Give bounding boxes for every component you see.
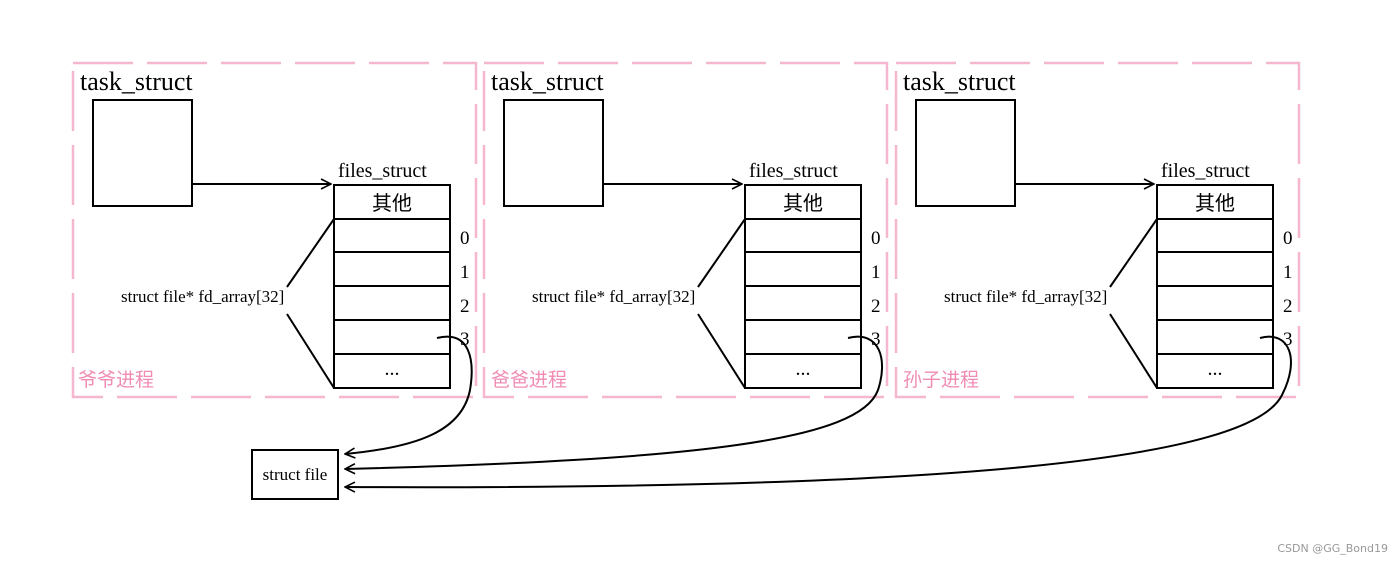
- other-cell: 其他: [783, 192, 823, 215]
- ellipsis-cell: ...: [385, 358, 400, 380]
- ellipsis-cell: ...: [796, 358, 811, 380]
- files-struct-label: files_struct: [749, 160, 838, 182]
- fd3-pointer-arrow-father: [345, 335, 883, 469]
- fd-index-3: 3: [460, 329, 470, 350]
- bracket-line-bottom: [1109, 313, 1158, 389]
- process-panel-father: task_struct files_struct 其他 ... 0 1 2 3 …: [482, 61, 889, 399]
- process-panel-grandfather: task_struct files_struct 其他 ... 0 1 2 3 …: [71, 61, 478, 399]
- fd-array-label: struct file* fd_array[32]: [532, 287, 695, 306]
- process-label: 爸爸进程: [491, 369, 567, 391]
- task-struct-title: task_struct: [80, 67, 193, 96]
- shared-struct-file: struct file: [251, 449, 339, 500]
- fd-array-label: struct file* fd_array[32]: [121, 287, 284, 306]
- task-struct-box: [92, 99, 193, 207]
- fd-index-3: 3: [1283, 329, 1293, 350]
- process-label: 爷爷进程: [78, 369, 154, 391]
- fd-index-0: 0: [1283, 228, 1293, 249]
- watermark: CSDN @GG_Bond19: [1277, 542, 1388, 555]
- bracket-line-top: [286, 218, 335, 288]
- fd-array-label: struct file* fd_array[32]: [944, 287, 1107, 306]
- fd-index-1: 1: [1283, 262, 1293, 283]
- task-struct-box: [503, 99, 604, 207]
- bracket-line-bottom: [286, 313, 335, 389]
- process-boundary: [894, 61, 1301, 399]
- bracket-line-bottom: [697, 313, 746, 389]
- fd3-pointer-arrow-grandson: [345, 335, 1292, 488]
- fd3-pointer-arrow-grandfather: [345, 335, 473, 454]
- ellipsis-cell: ...: [1208, 358, 1223, 380]
- files-struct-label: files_struct: [338, 160, 427, 182]
- files-struct-label: files_struct: [1161, 160, 1250, 182]
- task-struct-box: [915, 99, 1016, 207]
- task-struct-title: task_struct: [903, 67, 1016, 96]
- task-struct-title: task_struct: [491, 67, 604, 96]
- process-boundary: [482, 61, 889, 399]
- fd-index-2: 2: [1283, 296, 1293, 317]
- fd-index-3: 3: [871, 329, 881, 350]
- bracket-line-top: [1109, 218, 1158, 288]
- fd-index-2: 2: [460, 296, 470, 317]
- fd-index-0: 0: [460, 228, 470, 249]
- other-cell: 其他: [1195, 192, 1235, 215]
- fd-index-1: 1: [871, 262, 881, 283]
- process-label: 孙子进程: [903, 369, 979, 391]
- process-boundary: [71, 61, 478, 399]
- bracket-line-top: [697, 218, 746, 288]
- struct-file-box: [251, 449, 339, 500]
- other-cell: 其他: [372, 192, 412, 215]
- struct-file-label: struct file: [263, 465, 328, 484]
- fd-index-0: 0: [871, 228, 881, 249]
- process-panel-grandson: task_struct files_struct 其他 ... 0 1 2 3 …: [894, 61, 1301, 399]
- fd-index-2: 2: [871, 296, 881, 317]
- fd-index-1: 1: [460, 262, 470, 283]
